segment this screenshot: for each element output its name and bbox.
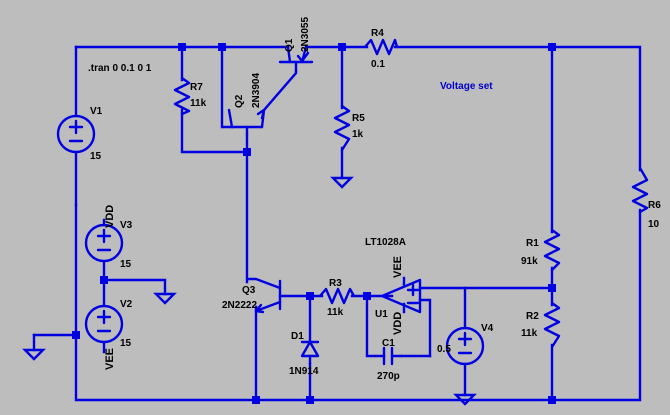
r5-ref: R5 xyxy=(352,113,365,124)
u1-model: LT1028A xyxy=(365,237,406,248)
source-v3: V3 15 VDD xyxy=(84,205,133,270)
r4-value: 0.1 xyxy=(371,59,385,70)
v4-value: 0.5 xyxy=(437,344,451,355)
ground-symbols xyxy=(22,176,477,406)
wires xyxy=(32,45,642,402)
diode-d1: D1 1N914 xyxy=(289,331,320,377)
v1-value: 15 xyxy=(90,151,102,162)
q1-ref: Q1 xyxy=(284,38,295,52)
v1-ref: V1 xyxy=(90,106,103,117)
c1-value: 270p xyxy=(377,371,400,382)
r3-ref: R3 xyxy=(329,278,342,289)
junction-dots xyxy=(72,43,556,404)
source-v1: V1 15 xyxy=(56,106,103,162)
v2-net-label: VEE xyxy=(104,348,116,370)
u1-ref: U1 xyxy=(375,309,388,320)
source-v2: V2 15 VEE xyxy=(84,299,133,370)
transistor-q2: Q2 2N3904 xyxy=(227,73,266,137)
resistor-r6: R6 10 xyxy=(631,166,661,230)
v2-ref: V2 xyxy=(120,299,133,310)
resistor-r7: R7 11k xyxy=(173,76,207,116)
r4-ref: R4 xyxy=(371,28,384,39)
v3-ref: V3 xyxy=(120,220,133,231)
resistor-r3: R3 11k xyxy=(318,278,356,318)
r6-value: 10 xyxy=(648,219,660,230)
opamp-u1: U1 LT1028A VEE VDD xyxy=(365,237,422,335)
r1-value: 91k xyxy=(521,256,538,267)
v3-value: 15 xyxy=(120,259,132,270)
resistor-r1: R1 91k xyxy=(521,228,561,272)
q1-value: 2N3055 xyxy=(300,17,311,52)
q3-ref: Q3 xyxy=(242,285,256,296)
transistor-q1: Q1 2N3055 xyxy=(278,17,314,74)
r2-ref: R2 xyxy=(526,311,539,322)
v2-value: 15 xyxy=(120,338,132,349)
r3-value: 11k xyxy=(327,307,344,318)
simulation-directive: .tran 0 0.1 0 1 xyxy=(88,63,152,74)
r1-ref: R1 xyxy=(526,238,539,249)
resistor-r2: R2 11k xyxy=(521,301,561,349)
resistor-r5: R5 1k xyxy=(333,104,365,152)
r7-ref: R7 xyxy=(190,82,203,93)
d1-ref: D1 xyxy=(291,331,304,342)
opamp-vee-label: VEE xyxy=(392,256,404,278)
source-v4: V4 0.5 xyxy=(437,323,494,366)
r2-value: 11k xyxy=(521,328,538,339)
voltage-set-note: Voltage set xyxy=(440,81,493,92)
opamp-vdd-label: VDD xyxy=(392,312,404,335)
q3-value: 2N2222 xyxy=(222,300,257,311)
v4-ref: V4 xyxy=(481,323,494,334)
capacitor-c1: C1 270p xyxy=(377,338,404,382)
q2-ref: Q2 xyxy=(234,94,245,108)
transistor-q3: Q3 2N2222 xyxy=(222,277,282,314)
r7-value: 11k xyxy=(190,98,207,109)
r5-value: 1k xyxy=(352,129,364,140)
q2-value: 2N3904 xyxy=(251,73,262,108)
resistor-r4: R4 0.1 xyxy=(363,28,399,70)
v3-net-label: VDD xyxy=(104,205,116,228)
c1-ref: C1 xyxy=(382,338,395,349)
r6-ref: R6 xyxy=(648,200,661,211)
d1-value: 1N914 xyxy=(289,366,319,377)
